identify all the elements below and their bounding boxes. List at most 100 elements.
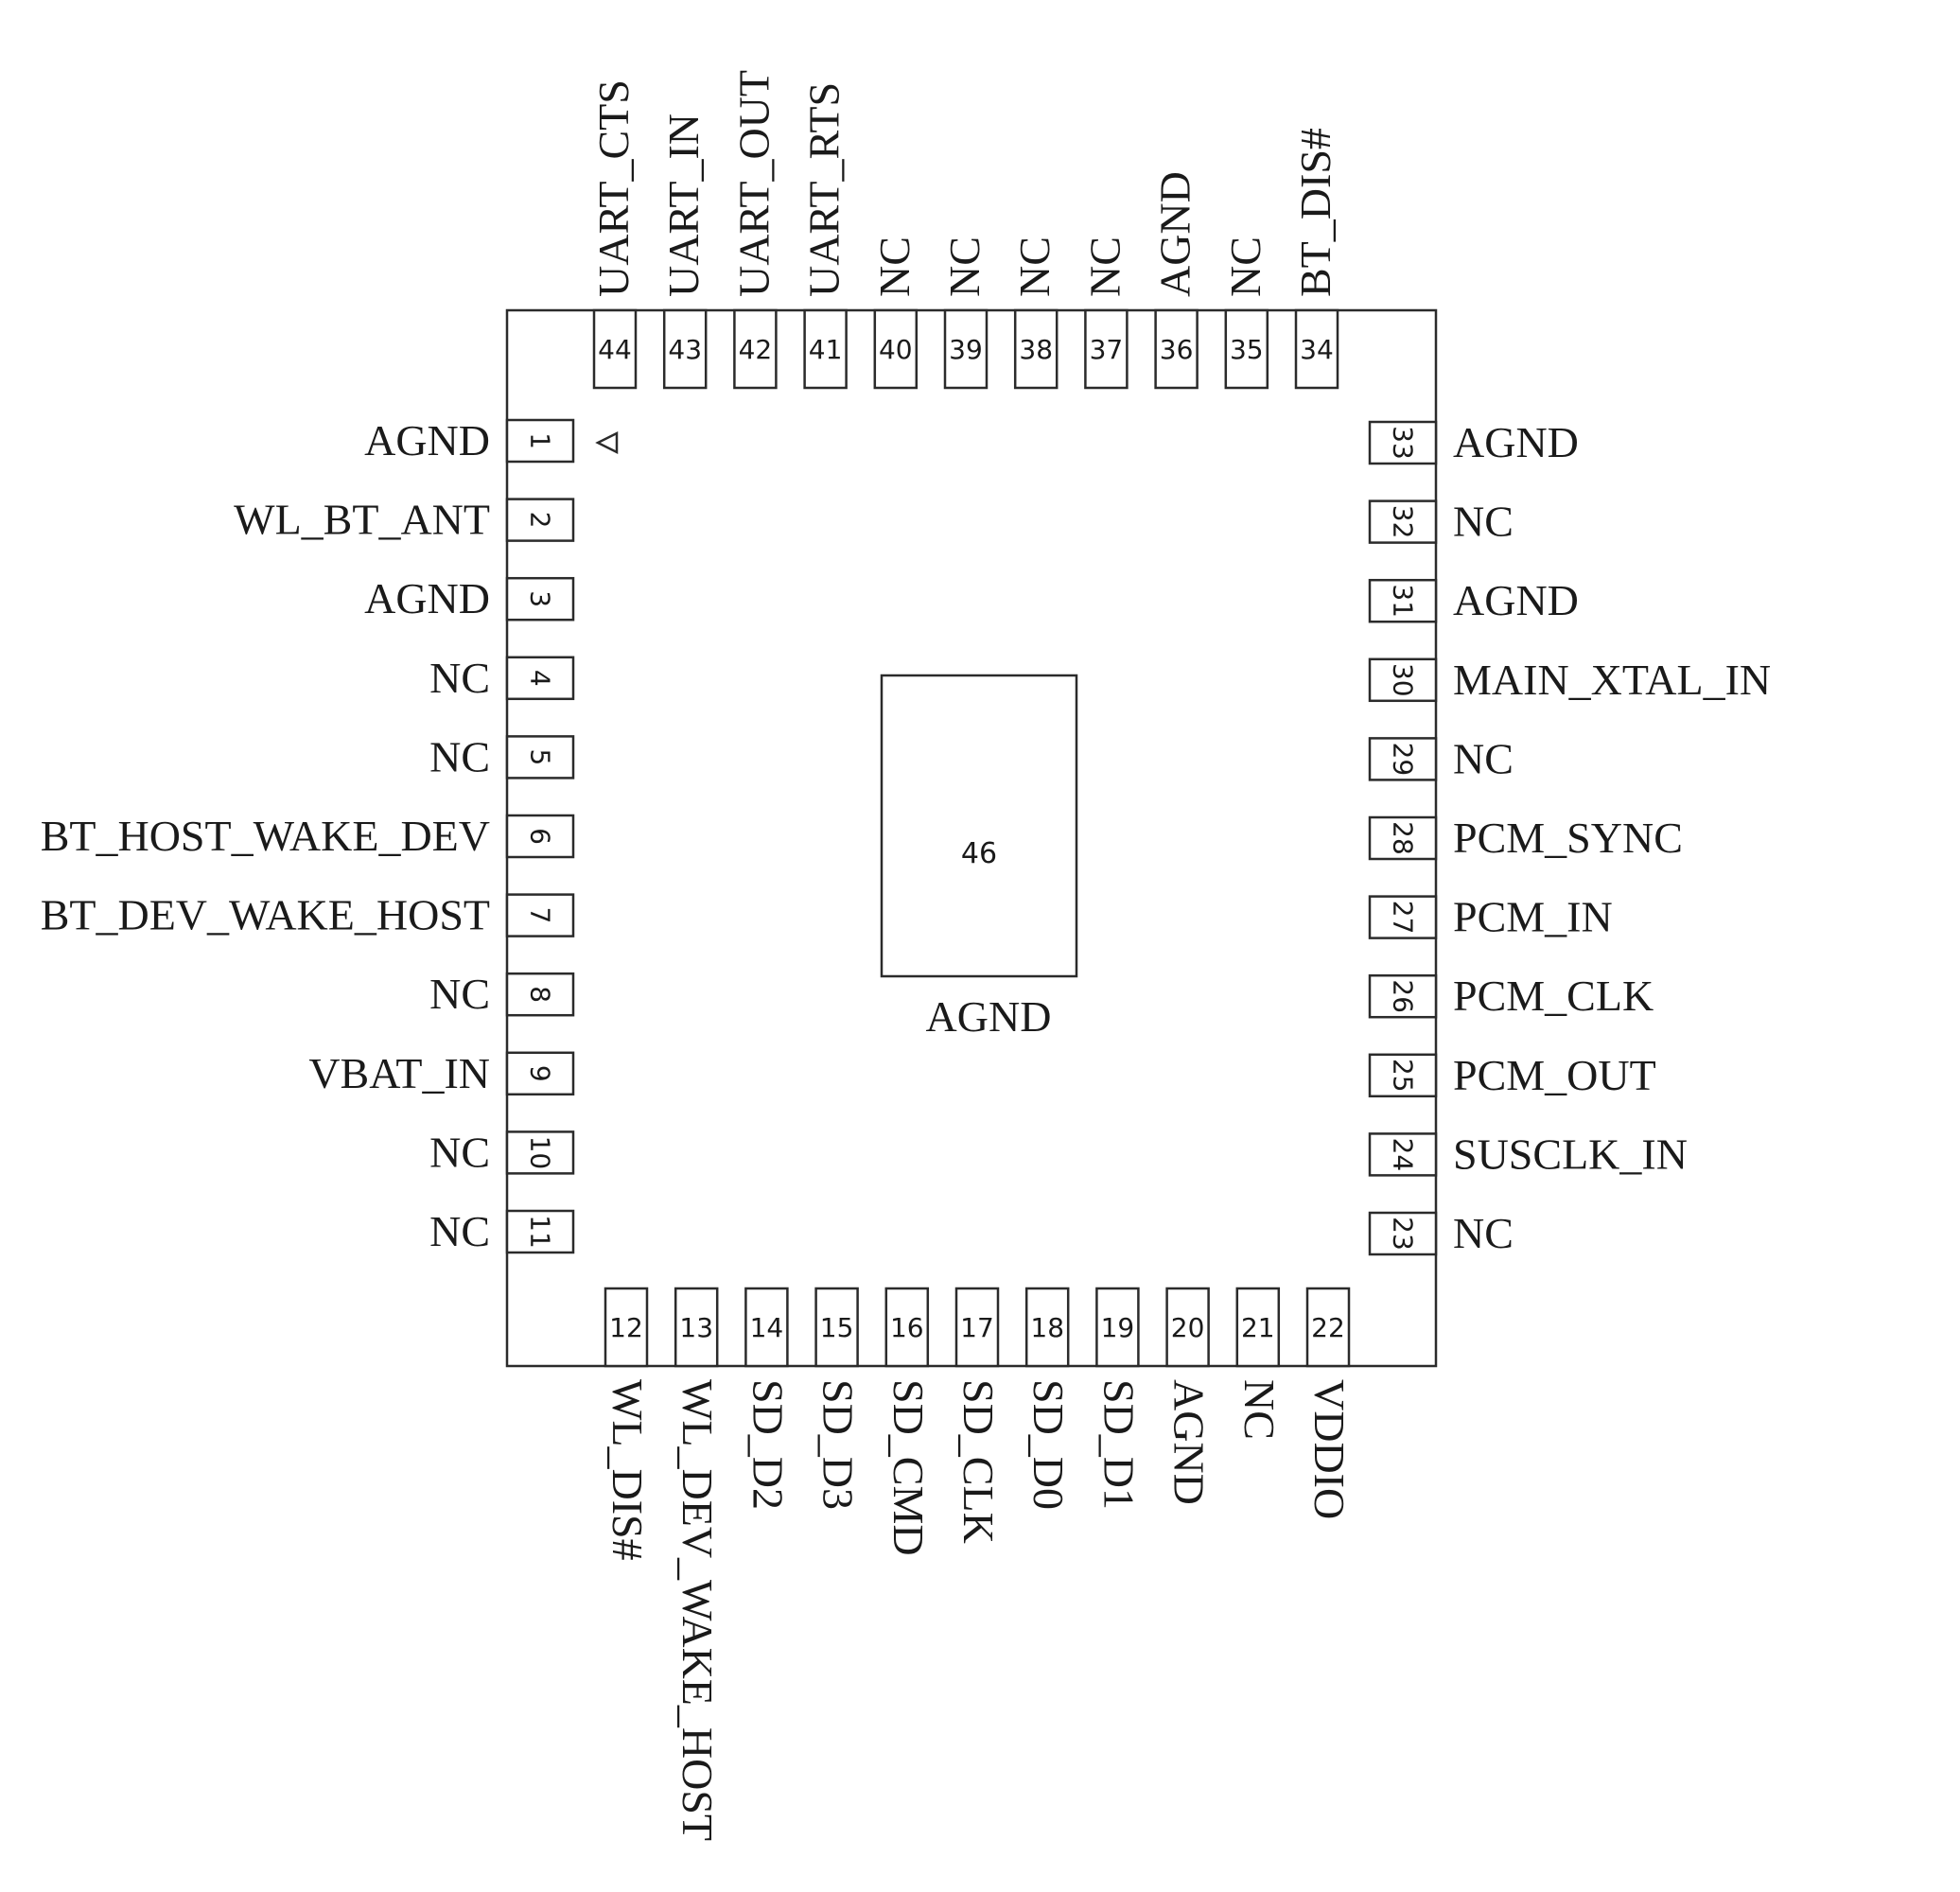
- pin-pad: [873, 308, 919, 390]
- pin-pad: [604, 1287, 649, 1368]
- pin-number: 26: [1388, 979, 1419, 1013]
- pin-number: 37: [1090, 334, 1124, 365]
- pin-name-nc: NC: [429, 970, 490, 1018]
- pin-pad: [1368, 815, 1438, 861]
- pin-2: 2WL_BT_ANT: [234, 496, 575, 544]
- pin-number: 32: [1388, 505, 1419, 539]
- pin-number: 40: [879, 334, 913, 365]
- pin-number: 33: [1388, 426, 1419, 460]
- pins-bottom: 12WL_DIS#13WL_DEV_WAKE_HOST14SD_D215SD_D…: [604, 1287, 1354, 1841]
- pin-name-uart-cts: UART_CTS: [589, 79, 638, 297]
- pin-number: 22: [1311, 1312, 1345, 1343]
- pin-number: 34: [1300, 334, 1334, 365]
- pin-pad: [674, 1287, 719, 1368]
- pin-number: 31: [1388, 584, 1419, 618]
- pin-number: 27: [1388, 901, 1419, 935]
- pin-number: 5: [525, 748, 556, 765]
- pin-number: 9: [525, 1065, 556, 1082]
- pin-name-nc: NC: [1221, 236, 1269, 297]
- pin-name-sd-d0: SD_D0: [1024, 1379, 1073, 1510]
- pin-pad: [733, 308, 778, 390]
- pin-name-susclk-in: SUSCLK_IN: [1453, 1130, 1688, 1178]
- pin-pad: [1368, 1132, 1438, 1177]
- pin-pad: [1084, 308, 1129, 390]
- pin-pad: [803, 308, 848, 390]
- pin-number: 12: [609, 1312, 643, 1343]
- pin-pad: [1368, 499, 1438, 544]
- pin-number: 10: [525, 1136, 556, 1170]
- pin-name-agnd: AGND: [364, 574, 490, 622]
- pin-pad: [1024, 1287, 1070, 1368]
- pin-number: 17: [960, 1312, 994, 1343]
- pin-name-bt-host-wake-dev: BT_HOST_WAKE_DEV: [41, 812, 490, 860]
- pin-number: 42: [739, 334, 773, 365]
- pin-number: 3: [525, 590, 556, 607]
- pin-pad: [814, 1287, 859, 1368]
- pin-number: 19: [1101, 1312, 1135, 1343]
- pin-pad: [505, 418, 575, 464]
- pin-pad: [1224, 308, 1269, 390]
- pin-name-wl-bt-ant: WL_BT_ANT: [234, 496, 490, 544]
- pin-name-agnd: AGND: [1151, 171, 1199, 297]
- pin-pad: [1368, 737, 1438, 781]
- pin-name-nc: NC: [429, 732, 490, 780]
- pin-name-vbat-in: VBAT_IN: [308, 1049, 490, 1097]
- pin-34: 34 BT_DIS#: [1291, 128, 1339, 390]
- center-pad-name: AGND: [926, 992, 1052, 1041]
- pin-name-nc: NC: [1235, 1379, 1284, 1440]
- pin-number: 21: [1241, 1312, 1275, 1343]
- pin-43: 43 UART_IN: [659, 114, 708, 390]
- pin-number: 18: [1030, 1312, 1064, 1343]
- pin-number: 30: [1388, 663, 1419, 697]
- pin-name-uart-in: UART_IN: [659, 114, 708, 297]
- center-pad-body: [880, 674, 1078, 978]
- pin-name-nc: NC: [940, 236, 989, 297]
- pin-7: 7BT_DEV_WAKE_HOST: [41, 891, 575, 939]
- pin-pad: [662, 308, 708, 390]
- pin-number: 43: [668, 334, 702, 365]
- pin-pad: [1013, 308, 1059, 390]
- pin-name-nc: NC: [870, 236, 919, 297]
- pin-name-pcm-out: PCM_OUT: [1453, 1051, 1656, 1099]
- pin-number: 8: [525, 986, 556, 1003]
- pin-35: 35 NC: [1221, 236, 1269, 390]
- pin-4: 4NC: [429, 654, 575, 702]
- pin-pad: [884, 1287, 930, 1368]
- pin-number: 39: [949, 334, 983, 365]
- pin-name-main-xtal-in: MAIN_XTAL_IN: [1453, 656, 1771, 704]
- pin-pad: [943, 308, 989, 390]
- pin-pad: [505, 972, 575, 1017]
- pin-name-bt-dis: BT_DIS#: [1291, 128, 1339, 297]
- pin-number: 6: [525, 828, 556, 845]
- pin-pad: [1368, 1211, 1438, 1256]
- pin-39: 39 NC: [940, 236, 989, 390]
- pin-name-nc: NC: [1453, 734, 1514, 782]
- pin-number: 4: [525, 670, 556, 687]
- pin-pad: [505, 498, 575, 542]
- pin-pad: [1368, 973, 1438, 1019]
- pin-name-vddio: VDDIO: [1305, 1379, 1354, 1519]
- pin-8: 8 NC: [429, 970, 575, 1018]
- pin-number: 1: [525, 432, 556, 449]
- pin1-marker-icon: [595, 430, 619, 455]
- pin-number: 35: [1230, 334, 1264, 365]
